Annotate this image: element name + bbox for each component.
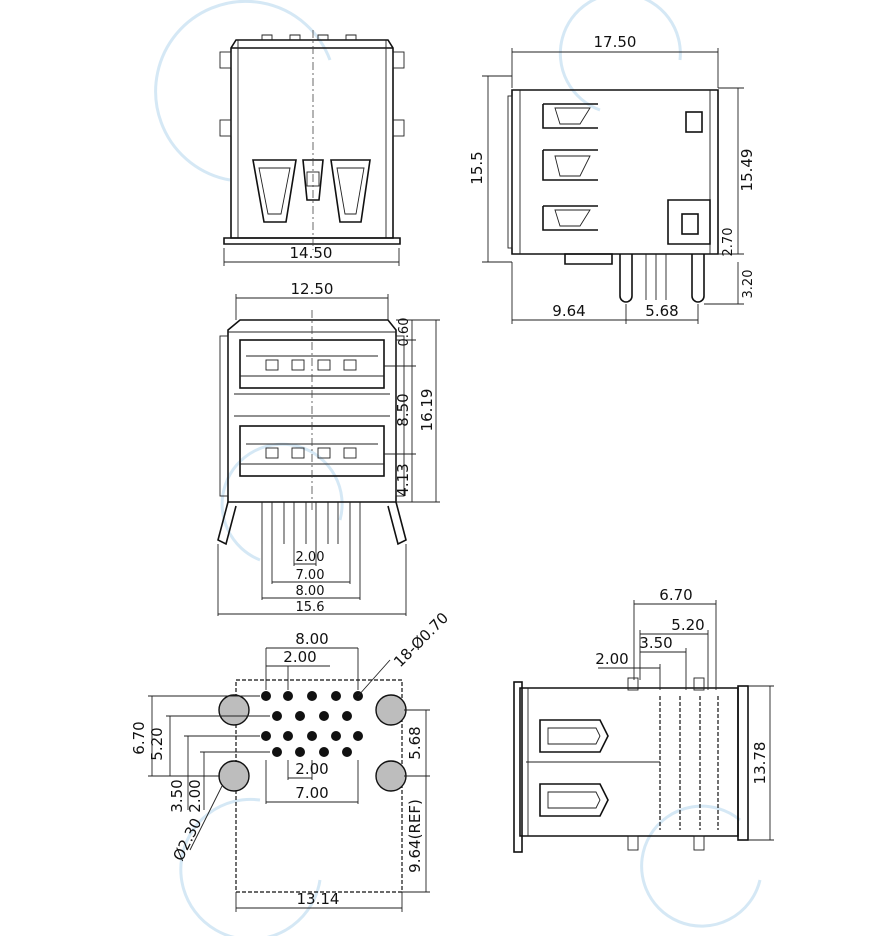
bs-l3-label: 3.50 bbox=[639, 634, 672, 652]
main-total-height-label: 16.19 bbox=[418, 389, 436, 432]
fp-h-label-4: 2.00 bbox=[186, 779, 204, 812]
bs-l1-label: 6.70 bbox=[659, 586, 692, 604]
fp-top-span-label: 8.00 bbox=[295, 630, 328, 648]
bs-height-label: 13.78 bbox=[751, 742, 769, 785]
main-overall-label: 15.6 bbox=[296, 600, 325, 615]
main-span7-label: 7.00 bbox=[296, 568, 325, 583]
side-pin-span-label: 5.68 bbox=[645, 302, 678, 320]
main-port-pitch-label: 8.50 bbox=[394, 393, 412, 426]
fp-pitch-label: 2.00 bbox=[283, 648, 316, 666]
main-top-width-label: 12.50 bbox=[291, 280, 334, 298]
fp-width-label: 13.14 bbox=[297, 890, 340, 908]
watermark bbox=[154, 0, 762, 936]
fp-holes-label: 18-Ø0.70 bbox=[390, 609, 452, 671]
fp-ref-label: 9.64(REF) bbox=[406, 799, 424, 873]
main-span8-label: 8.00 bbox=[296, 584, 325, 599]
fp-h-label-1: 6.70 bbox=[130, 721, 148, 754]
footprint-view: 8.00 2.00 18-Ø0.70 6.70 5.20 3.50 2.00 2… bbox=[130, 609, 452, 912]
side-depth-label: 9.64 bbox=[552, 302, 585, 320]
fp-mid-span-label: 7.00 bbox=[295, 784, 328, 802]
main-gap-label: 0.60 bbox=[397, 318, 412, 347]
bs-l2-label: 5.20 bbox=[671, 616, 704, 634]
front-top-view: 14.50 bbox=[219, 30, 405, 266]
bs-l4-label: 2.00 bbox=[595, 650, 628, 668]
main-pitch-label: 2.00 bbox=[296, 550, 325, 565]
fp-h-label-2: 5.20 bbox=[148, 727, 166, 760]
pin-length-label: 3.20 bbox=[741, 270, 756, 299]
side-top-view: 17.50 15.5 15.49 2.70 3.20 9.64 5.68 bbox=[468, 33, 756, 324]
bottom-side-view: 6.70 5.20 3.50 2.00 13.78 bbox=[513, 586, 774, 853]
front-top-width-label: 14.50 bbox=[290, 244, 333, 262]
pin-holes bbox=[261, 691, 363, 757]
side-length-label: 17.50 bbox=[594, 33, 637, 51]
fp-h-label-3: 3.50 bbox=[168, 779, 186, 812]
fp-peg-label: Ø2.30 bbox=[169, 815, 205, 864]
fp-mid-pitch-label: 2.00 bbox=[295, 760, 328, 778]
main-bottom-label: 4.13 bbox=[394, 463, 412, 496]
terminal-dashes bbox=[659, 696, 719, 830]
pin-offset-label: 2.70 bbox=[721, 228, 736, 257]
front-main-view: 12.50 0.60 8.50 16.19 4.13 2.00 7.00 8.0… bbox=[217, 280, 440, 616]
fp-right-label: 5.68 bbox=[406, 726, 424, 759]
side-height-label: 15.5 bbox=[468, 151, 486, 184]
side-height2-label: 15.49 bbox=[738, 149, 756, 192]
